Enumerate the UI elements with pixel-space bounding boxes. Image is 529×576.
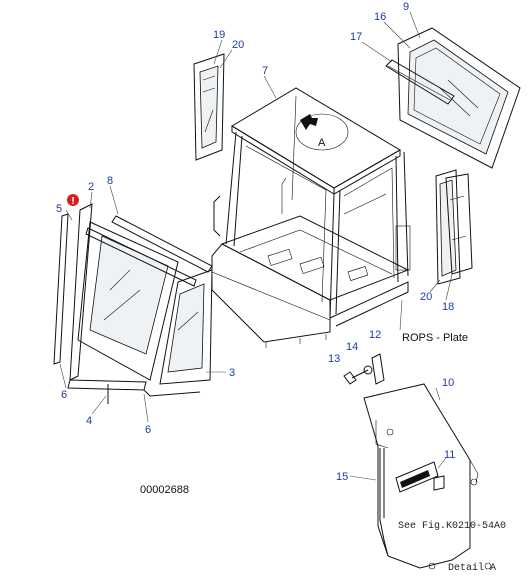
callout-8[interactable]: 8: [107, 175, 113, 187]
front-window-assembly: [53, 203, 213, 404]
cab-frame-7: A: [211, 87, 411, 348]
callout-19[interactable]: 19: [213, 29, 225, 41]
callout-9[interactable]: 9: [403, 1, 409, 13]
warning-marker-text: !: [71, 196, 74, 207]
callout-5[interactable]: 5: [56, 203, 62, 215]
callout-20-bottom[interactable]: 20: [420, 291, 432, 303]
detail-a-panel: [343, 353, 492, 570]
callout-4[interactable]: 4: [86, 415, 92, 427]
rops-plate-label: ROPS - Plate: [402, 332, 468, 344]
callout-6-bottom[interactable]: 6: [145, 424, 151, 436]
view-marker: A: [318, 137, 326, 149]
callout-6-left[interactable]: 6: [61, 389, 67, 401]
leader-lines: [59, 11, 453, 481]
callout-11[interactable]: 11: [444, 449, 455, 461]
callout-7[interactable]: 7: [262, 65, 268, 77]
side-glass-19-20: [193, 53, 225, 161]
callout-14[interactable]: 14: [346, 341, 358, 353]
callout-15[interactable]: 15: [336, 471, 348, 483]
callout-12[interactable]: 12: [369, 329, 381, 341]
callout-20-top[interactable]: 20: [232, 39, 244, 51]
side-glass-18-20: [435, 169, 473, 285]
callout-18[interactable]: 18: [442, 301, 454, 313]
callout-16[interactable]: 16: [374, 11, 386, 23]
callout-numbers: 19 20 7 16 9 17 5 2 8 20 18 3 6 4 6 12 1…: [56, 1, 455, 483]
callout-17[interactable]: 17: [350, 31, 362, 43]
detail-a-label: Detail A: [448, 562, 496, 574]
see-fig-reference[interactable]: See Fig.K0210-54A0: [398, 520, 506, 532]
warning-marker: !: [67, 194, 79, 207]
drawing-number: 00002688: [140, 484, 189, 496]
callout-3[interactable]: 3: [229, 367, 235, 379]
callout-13[interactable]: 13: [328, 353, 340, 365]
callout-10[interactable]: 10: [442, 377, 454, 389]
callout-2[interactable]: 2: [88, 181, 94, 193]
rear-glass-9-16-17: [385, 27, 521, 169]
